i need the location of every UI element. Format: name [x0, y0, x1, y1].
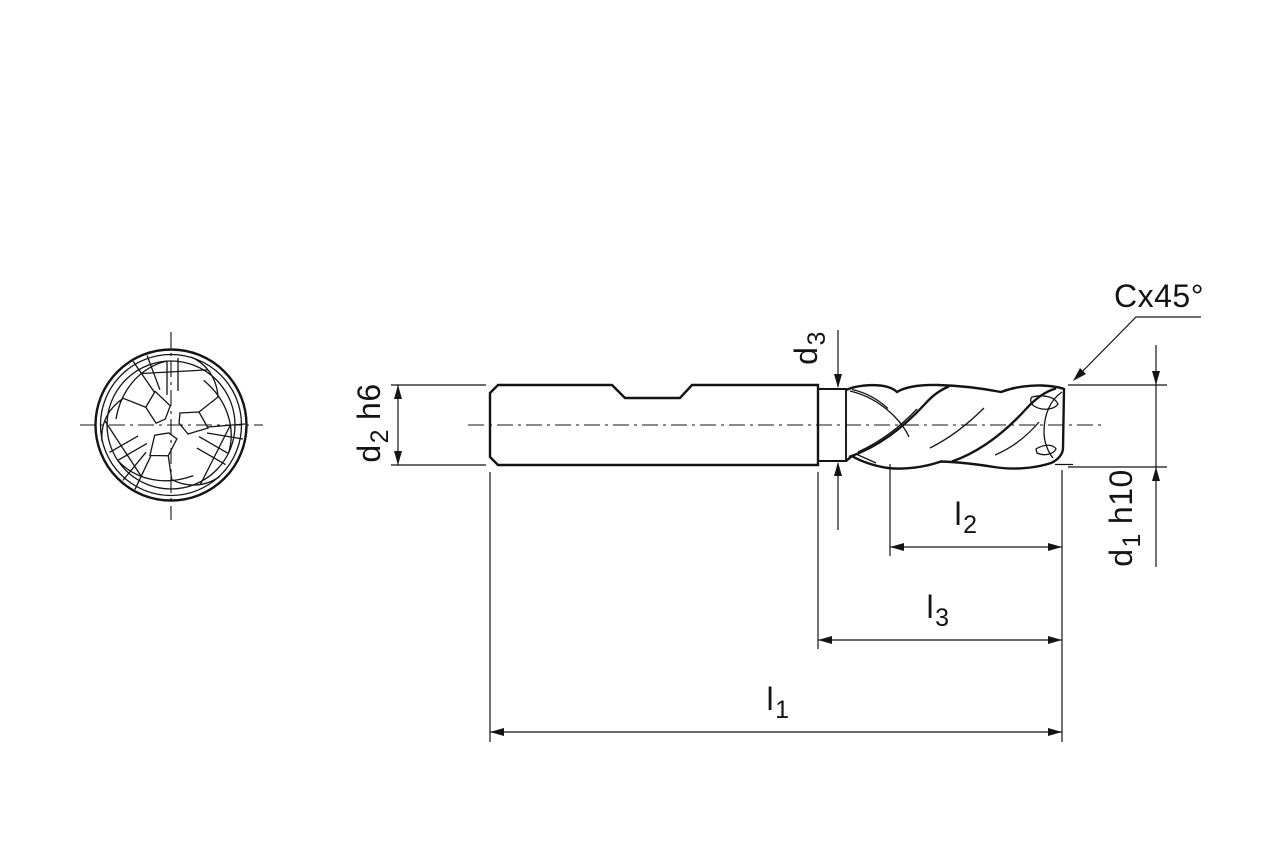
label-d3-base: d — [788, 346, 824, 365]
end-face-oval-lower — [1035, 444, 1057, 456]
outer-circle — [94, 348, 248, 502]
label-d1: d1 h10 — [1103, 469, 1146, 567]
label-l1: l1 — [766, 681, 789, 723]
label-d2: d2 h6 — [351, 383, 394, 463]
helix-line-5 — [851, 388, 889, 409]
helix-edge-1 — [848, 385, 950, 459]
dimension-d2 — [391, 384, 486, 466]
dimension-l3 — [817, 472, 1062, 649]
helix-line-4 — [994, 421, 1040, 456]
flute-silhouette — [845, 383, 1066, 470]
label-chamfer-text: Cx45° — [1114, 278, 1204, 314]
label-l2-base: l — [954, 496, 963, 532]
dimension-l2 — [889, 464, 1062, 556]
helix-edge-2 — [951, 387, 1057, 463]
label-l2: l2 — [954, 496, 977, 538]
label-l2-subscript: 2 — [963, 511, 978, 539]
helix-line-3 — [929, 407, 985, 449]
label-l3-base: l — [926, 589, 935, 625]
dimension-d3 — [834, 330, 842, 530]
label-d3: d3 — [788, 331, 831, 365]
end-face-arc — [1043, 391, 1063, 459]
side-view — [468, 383, 1105, 470]
label-l1-base: l — [766, 681, 775, 717]
label-d2-subscript: 2 — [366, 428, 394, 444]
label-d1-base: d — [1103, 548, 1139, 567]
helix-line-1 — [849, 390, 910, 438]
label-chamfer: Cx45° — [1114, 280, 1204, 312]
dimension-d1 — [1068, 345, 1167, 567]
label-d3-subscript: 3 — [803, 331, 831, 346]
label-d1-tolerance: h10 — [1103, 469, 1139, 525]
label-d2-tolerance: h6 — [351, 383, 387, 420]
label-d1-subscript: 1 — [1118, 533, 1146, 548]
label-l3: l3 — [926, 589, 949, 631]
middle-circle — [99, 353, 243, 497]
end-view — [74, 332, 264, 524]
end-face-oval-upper — [1030, 395, 1059, 410]
shank-outline — [488, 383, 820, 467]
label-d2-base: d — [351, 444, 387, 463]
label-l3-subscript: 3 — [935, 604, 950, 632]
dimension-l1 — [489, 470, 1063, 742]
chamfer-leader — [1073, 316, 1201, 381]
helix-line-2 — [857, 408, 918, 453]
label-l1-subscript: 1 — [775, 696, 790, 724]
